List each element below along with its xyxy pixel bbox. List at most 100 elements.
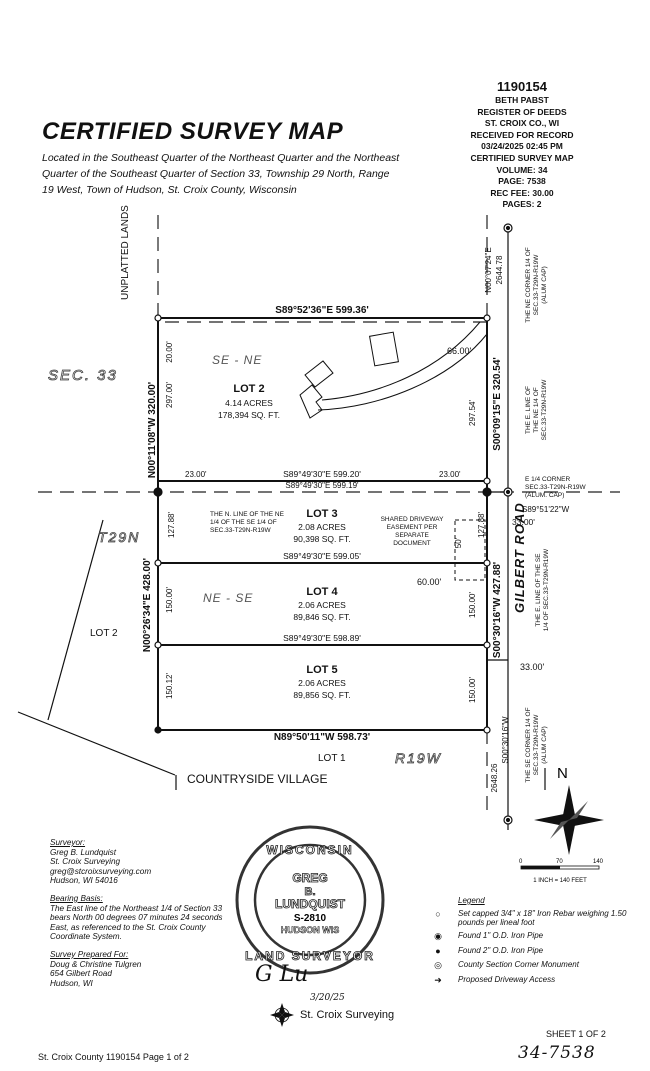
legend-item: ◉ Found 1" O.D. Iron Pipe (430, 931, 630, 942)
east-upper-bearing: S00°09'15"E 320.54' (492, 357, 503, 451)
north-line-bearing: S89°52'36"E 599.36' (275, 305, 369, 316)
scale-tick-140: 140 (593, 859, 604, 865)
monument-sw (154, 726, 162, 734)
sec33-label: SEC. 33 (48, 367, 118, 384)
adjacent-lot2-label: LOT 2 (90, 628, 118, 639)
lot3-south-bearing: S89°49'30"E 599.05' (283, 551, 361, 561)
filled-dot-icon: ● (435, 946, 441, 956)
monument-se (483, 726, 491, 734)
note-line: THE N. LINE OF THE NE (210, 511, 285, 518)
e14-corner-note: E 1/4 CORNER SEC.33-T29N-R19W (ALUM. CAP… (525, 476, 587, 499)
note-line: THE NE CORNER 1/4 OF (525, 247, 532, 323)
monument (483, 559, 491, 567)
lot4-south-bearing: S89°49'30"E 598.89' (283, 633, 361, 643)
monument (154, 559, 162, 567)
legend-text: Found 2" O.D. Iron Pipe (458, 946, 544, 955)
r19w-label: R19W (395, 750, 442, 766)
section-corner-se-dot (505, 817, 511, 823)
legend-text: County Section Corner Monument (458, 960, 579, 969)
monument (154, 641, 162, 649)
recording-line: PAGE: 7538 (498, 176, 546, 187)
note-line: SEC.33-T29N-R19W (541, 379, 548, 441)
compass-logo-icon (270, 1003, 294, 1027)
gilbert-road-label: GILBERT ROAD (512, 502, 527, 613)
lot4-acres: 2.06 ACRES (298, 600, 346, 610)
surveyor-line: Hudson, WI 54016 (50, 876, 118, 886)
legend-text: Found 1" O.D. Iron Pipe (458, 931, 544, 940)
dim-60: 60.00' (417, 577, 442, 587)
n-line-note: THE N. LINE OF THE NE 1/4 OF THE SE 1/4 … (210, 511, 285, 534)
section-corner-ne-dot (505, 225, 511, 231)
dim-150e1: 150.00' (468, 592, 477, 618)
monument-quarter (153, 487, 163, 497)
north-letter: N (557, 765, 568, 782)
legend-text: Proposed Driveway Access (458, 975, 556, 984)
recording-line: RECEIVED FOR RECORD (470, 129, 574, 140)
surveyor-notes: Surveyor: Greg B. Lundquist St. Croix Su… (50, 838, 240, 988)
lot5-sqft: 89,856 SQ. FT. (293, 690, 350, 700)
note-line: SEC.33-T29N-R19W (533, 714, 540, 776)
surveyor-line: St. Croix Surveying (50, 857, 121, 867)
legend-item: ➜ Proposed Driveway Access (430, 975, 630, 986)
e14-bearing: S89°51'22"W (522, 505, 570, 514)
se-corner-note: THE SE CORNER 1/4 OF SEC.33-T29N-R19W (A… (525, 707, 548, 782)
lot3-acres: 2.08 ACRES (298, 522, 346, 532)
monument-nw (154, 314, 162, 322)
recording-line: REGISTER OF DEEDS (477, 106, 567, 117)
lot5-acres: 2.06 ACRES (298, 678, 346, 688)
recording-line: PAGES: 2 (502, 199, 542, 210)
signature-date: 3/20/25 (310, 993, 345, 1003)
scale-tick-0: 0 (519, 859, 523, 865)
legend-item: ◎ County Section Corner Monument (430, 960, 630, 971)
road-lines (17, 228, 509, 830)
e-line-ne-note: THE E. LINE OF THE NE 1/4 OF SEC.33-T29N… (525, 379, 548, 441)
dim-127e: 127.88' (477, 512, 486, 538)
surveyor-heading: Surveyor: (50, 838, 86, 847)
target-icon: ◎ (434, 960, 442, 970)
document-number: 1190154 (497, 79, 547, 94)
monument (483, 641, 491, 649)
dim-150w2: 150.12' (165, 673, 174, 699)
seal-name1: GREG (292, 871, 327, 885)
legend: Legend ○ Set capped 3/4" x 18" Iron Reba… (430, 896, 630, 990)
note-line: (ALUM CAP) (541, 266, 548, 304)
e-line-se-note: THE E. LINE OF THE SE 1/4 OF SEC.33-T29N… (535, 548, 550, 631)
monuments (153, 223, 513, 825)
legend-text: Set capped 3/4" x 18" Iron Rebar weighin… (458, 909, 627, 927)
sheet-number: SHEET 1 OF 2 (546, 1029, 606, 1039)
driveway (299, 321, 488, 419)
company-name: St. Croix Surveying (300, 1009, 395, 1021)
se-ne-label: SE - NE (212, 353, 262, 367)
east-lower-bearing: S00°30'16"W 427.88' (492, 562, 503, 658)
open-circle-icon: ○ (435, 909, 441, 919)
note-line: E 1/4 CORNER (525, 476, 570, 483)
note-line: SEC.33-T29N-R19W (533, 254, 540, 316)
map-subtitle: Located in the Southeast Quarter of the … (42, 152, 400, 196)
ring-icon: ◉ (434, 931, 442, 941)
dim-50: 50' (454, 537, 463, 548)
recording-line: BETH PABST (495, 95, 549, 105)
recording-line: CERTIFIED SURVEY MAP (470, 152, 574, 163)
lot2-sqft: 178,394 SQ. FT. (218, 410, 280, 420)
adjacent-lot1-label: LOT 1 (318, 753, 346, 764)
dim-297e: 297.54' (468, 400, 477, 426)
note-line: THE E. LINE OF THE SE (535, 553, 542, 627)
note-line: THE E. LINE OF (525, 386, 532, 434)
seal-name3: LUNDQUIST (275, 897, 346, 911)
south-line-bearing: N89°50'11"W 598.73' (274, 732, 370, 743)
ne-line-bearing: N00°07'24"E (484, 247, 493, 292)
prepared-for-line: Hudson, WI (50, 978, 93, 988)
lot4-name: LOT 4 (306, 586, 338, 598)
note-line: (ALUM. CAP) (525, 492, 564, 499)
easement-note: SHARED DRIVEWAY EASEMENT PER SEPARATE DO… (381, 516, 445, 547)
section-lines (38, 215, 620, 815)
ne-se-label: NE - SE (203, 591, 253, 605)
scale-bar: 0 70 140 1 INCH = 140 FEET (519, 859, 604, 884)
dim-20: 20.00' (165, 341, 174, 363)
dim-23e: 23.00' (439, 470, 461, 479)
monument (483, 477, 491, 485)
handwritten-page-number: 34-7538 (518, 1043, 596, 1063)
recording-line: ST. CROIX CO., WI (484, 118, 560, 129)
arrow-icon: ➜ (434, 975, 442, 985)
surveyor-line: greg@stcroixsurveying.com (50, 866, 152, 876)
